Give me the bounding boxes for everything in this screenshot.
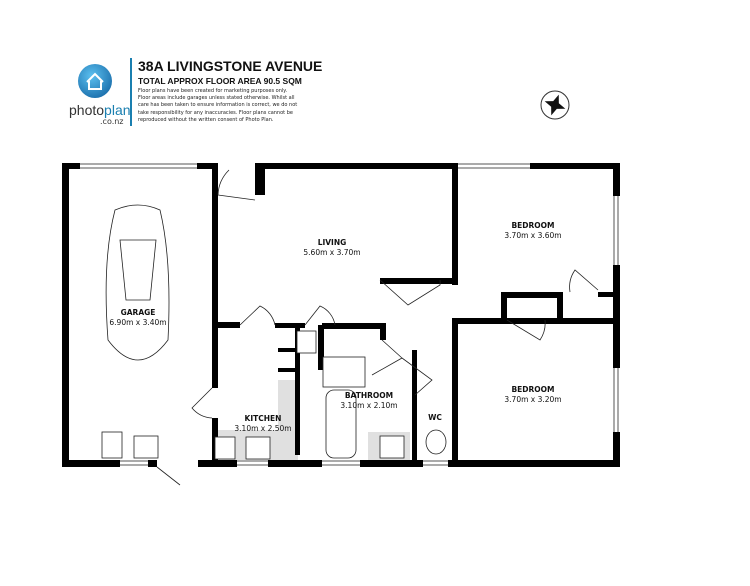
logo-domain: .co.nz <box>100 117 124 126</box>
washer-icon <box>133 435 159 459</box>
laundry-tub-icon <box>101 431 123 459</box>
room-size: 3.10m x 2.50m <box>234 424 291 433</box>
bath-icon <box>325 389 357 459</box>
room-name: GARAGE <box>121 308 156 317</box>
room-size: 6.90m x 3.40m <box>109 318 166 327</box>
car-icon <box>105 204 170 361</box>
room-name: WC <box>428 413 442 422</box>
room-name: LIVING <box>318 238 347 247</box>
logo-text-photo: photo <box>69 102 105 118</box>
room-name: BEDROOM <box>511 221 554 230</box>
fixtures <box>101 204 447 460</box>
room-name: BATHROOM <box>345 391 393 400</box>
house-icon <box>86 72 104 90</box>
doors <box>156 169 599 486</box>
room-size: 3.70m x 3.20m <box>504 395 561 404</box>
compass-icon <box>540 90 570 120</box>
logo-wordmark: photoplan <box>69 102 131 118</box>
walls <box>62 163 620 467</box>
stove-icon <box>214 436 236 460</box>
fridge-icon <box>296 330 317 354</box>
property-title: 38A LIVINGSTONE AVENUE <box>138 58 323 74</box>
disclaimer: Floor plans have been created for market… <box>138 88 298 123</box>
toilet-icon <box>425 429 447 455</box>
photoplan-logo <box>78 64 112 98</box>
logo-text-plan: plan <box>104 102 131 118</box>
header-divider <box>130 58 132 126</box>
basin-icon <box>379 435 405 459</box>
room-name: BEDROOM <box>511 385 554 394</box>
room-size: 3.10m x 2.10m <box>340 401 397 410</box>
shower-icon <box>322 356 366 388</box>
room-size: 3.70m x 3.60m <box>504 231 561 240</box>
room-size: 5.60m x 3.70m <box>303 248 360 257</box>
floor-area: TOTAL APPROX FLOOR AREA 90.5 SQM <box>138 76 302 86</box>
room-labels: GARAGE 6.90m x 3.40m LIVING 5.60m x 3.70… <box>109 221 561 433</box>
sink-icon <box>245 436 271 460</box>
room-name: KITCHEN <box>245 414 282 423</box>
